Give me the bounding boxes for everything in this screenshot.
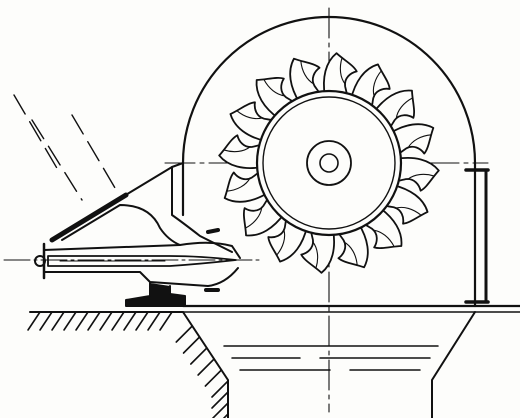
bucket-splitter-edge bbox=[223, 146, 251, 153]
bucket-splitter-edge bbox=[407, 134, 432, 149]
runner-disc bbox=[255, 89, 403, 237]
penstock-pipe bbox=[13, 94, 119, 201]
hatch-line bbox=[75, 311, 89, 331]
hatch-line bbox=[63, 311, 77, 331]
hatch-line bbox=[182, 336, 201, 354]
hatch-line bbox=[175, 325, 194, 343]
hatch-line bbox=[51, 311, 65, 331]
bucket-splitter-edge bbox=[372, 229, 395, 248]
needle-rod bbox=[47, 255, 237, 267]
tailrace-pit bbox=[182, 311, 476, 418]
penstock-flange bbox=[49, 192, 129, 243]
nozzle-tip-flange-upper bbox=[206, 228, 220, 234]
turbine-casing bbox=[181, 15, 520, 313]
pit-right-wall bbox=[431, 311, 476, 418]
bucket-splitter-edge bbox=[407, 173, 435, 180]
tailwater-surface bbox=[223, 345, 439, 371]
hatch-line bbox=[99, 311, 113, 331]
hatch-line bbox=[111, 311, 125, 331]
hatch-line bbox=[87, 311, 101, 331]
hatch-line bbox=[222, 413, 229, 418]
hatch-line bbox=[204, 369, 223, 387]
hatch-line bbox=[135, 311, 149, 331]
support-bracket bbox=[171, 162, 184, 168]
pelton-runner bbox=[218, 52, 440, 274]
nozzle-assembly bbox=[34, 162, 241, 307]
bucket-splitter-edge bbox=[263, 78, 286, 97]
hatch-line bbox=[39, 311, 53, 331]
hatch-line bbox=[197, 358, 215, 376]
nozzle-body-top bbox=[43, 241, 241, 259]
elbow-inner bbox=[61, 204, 181, 246]
nozzle-body-bottom bbox=[43, 267, 239, 287]
pit-left-wall bbox=[182, 311, 229, 418]
bucket-splitter-edge bbox=[343, 241, 358, 266]
hatch-line bbox=[211, 391, 229, 409]
bucket-splitter-edge bbox=[226, 177, 251, 192]
hatch-line bbox=[27, 311, 41, 331]
hatch-line bbox=[123, 311, 137, 331]
hatch-line bbox=[190, 347, 208, 365]
hub-outer bbox=[306, 140, 352, 186]
bucket-splitter-edge bbox=[300, 60, 315, 85]
bucket-splitter-edge bbox=[395, 97, 414, 120]
bucket-splitter-edge bbox=[236, 110, 264, 120]
bucket-splitter-edge bbox=[372, 70, 382, 98]
runner-rim bbox=[262, 96, 396, 230]
nozzle-pedestal bbox=[125, 282, 186, 307]
foundation-hatching bbox=[27, 311, 229, 418]
bucket-splitter-edge bbox=[339, 57, 346, 85]
bucket-splitter-edge bbox=[312, 241, 319, 269]
hatch-line bbox=[211, 402, 229, 418]
elbow-outer bbox=[123, 166, 233, 253]
bucket-splitter-edge bbox=[276, 228, 286, 256]
hatch-line bbox=[147, 311, 161, 331]
hatch-line bbox=[211, 380, 229, 398]
hatch-line bbox=[159, 311, 173, 331]
casing-dome bbox=[181, 15, 477, 165]
bucket-splitter-edge bbox=[244, 206, 263, 229]
bucket-splitter-edge bbox=[394, 206, 422, 216]
runner-buckets bbox=[218, 52, 440, 274]
hub-inner bbox=[319, 153, 339, 173]
